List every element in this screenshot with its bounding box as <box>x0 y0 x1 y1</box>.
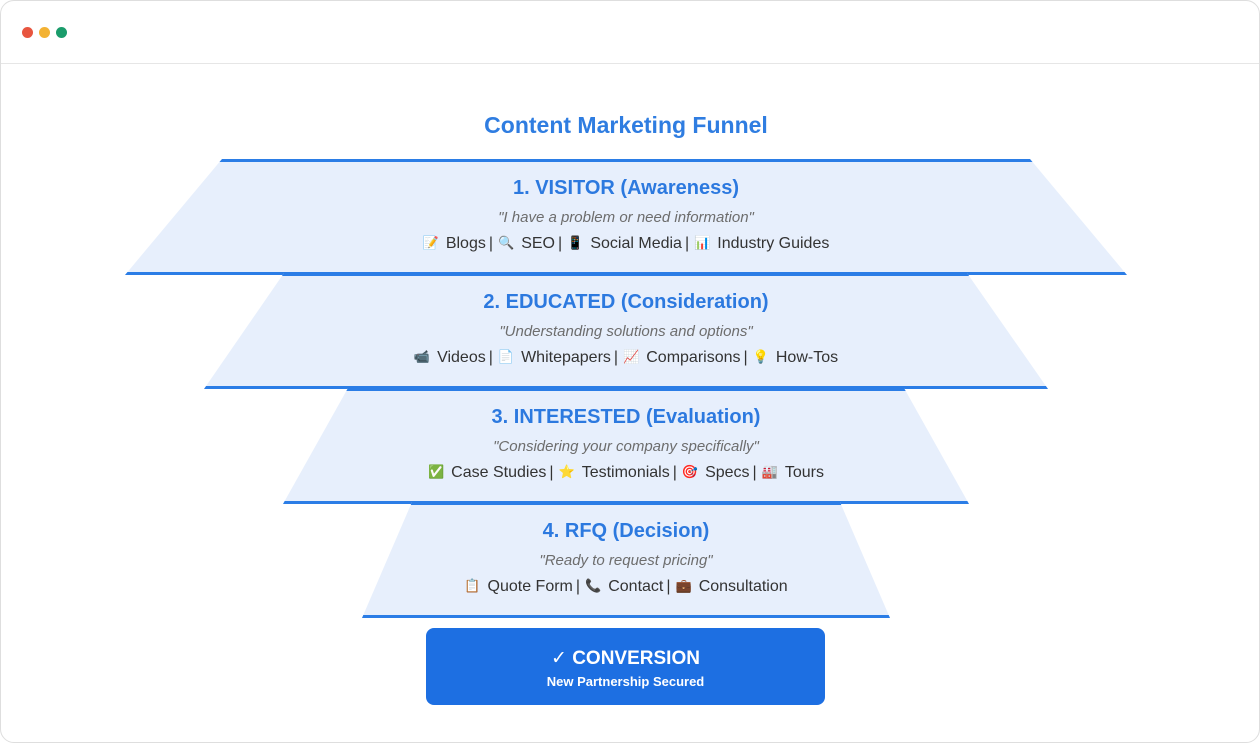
trend-chart-icon: 📈 <box>623 349 640 364</box>
stage-tactics: 📝Blogs|🔍SEO|📱Social Media|📊Industry Guid… <box>125 235 1127 253</box>
tactic-item: ✅ Case Studies <box>428 464 546 482</box>
tactic-label: Quote Form <box>487 578 573 595</box>
minimize-window-button[interactable] <box>39 27 50 38</box>
stage-title: 3. INTERESTED (Evaluation) <box>491 406 761 428</box>
tactic-label: Testimonials <box>581 464 670 481</box>
tactic-item: 🔍 SEO <box>498 235 555 253</box>
tactic-item: ⭐ Testimonials <box>559 464 670 482</box>
phone-icon: 📱 <box>567 235 584 250</box>
clipboard-icon: 📋 <box>464 578 481 593</box>
tactic-label: Consultation <box>698 578 788 595</box>
tactic-item: 📄 Whitepapers <box>498 349 611 367</box>
lightbulb-icon: 💡 <box>752 349 769 364</box>
tactic-separator: | <box>488 349 493 366</box>
tactic-item: 📋 Quote Form <box>464 578 573 596</box>
document-icon: 📄 <box>497 349 515 364</box>
check-box-icon: ✅ <box>427 464 445 479</box>
memo-icon: 📝 <box>422 235 439 250</box>
tactic-label: SEO <box>521 235 555 252</box>
bar-chart-icon: 📊 <box>694 235 711 250</box>
tactic-label: Specs <box>705 464 750 481</box>
tactic-separator: | <box>743 349 748 366</box>
funnel-stage: 2. EDUCATED (Consideration) "Understandin… <box>204 273 1048 389</box>
briefcase-icon: 💼 <box>675 578 692 593</box>
tactic-item: 📞 Contact <box>585 578 663 596</box>
target-icon: 🎯 <box>681 464 699 479</box>
window-titlebar <box>1 1 1259 64</box>
tactic-item: 📝 Blogs <box>423 235 486 253</box>
conversion-box: ✓ CONVERSION New Partnership Secured <box>426 628 825 705</box>
tactic-item: 📹 Videos <box>414 349 486 367</box>
funnel-stage: 3. INTERESTED (Evaluation) "Considering y… <box>283 388 969 504</box>
tactic-separator: | <box>672 464 677 481</box>
tactic-label: Comparisons <box>646 349 741 366</box>
tactic-label: How-Tos <box>775 349 839 366</box>
video-camera-icon: 📹 <box>413 349 431 364</box>
tactic-label: Contact <box>608 578 664 595</box>
tactic-label: Blogs <box>445 235 486 252</box>
tactic-separator: | <box>613 349 619 366</box>
tactic-separator: | <box>558 235 563 252</box>
maximize-window-button[interactable] <box>56 27 67 38</box>
tactic-item: 🏭 Tours <box>762 464 824 482</box>
close-window-button[interactable] <box>22 27 33 38</box>
tactic-separator: | <box>752 464 757 481</box>
tactic-separator: | <box>575 578 581 595</box>
tactic-item: 📊 Industry Guides <box>694 235 829 253</box>
stage-tactics: 📹Videos|📄Whitepapers|📈Comparisons|💡How-T… <box>204 349 1048 367</box>
funnel-title: Content Marketing Funnel <box>484 112 768 138</box>
stage-quote: "I have a problem or need information" <box>498 209 754 226</box>
funnel-stage: 4. RFQ (Decision) "Ready to request prici… <box>362 502 890 618</box>
factory-icon: 🏭 <box>761 464 778 479</box>
tactic-label: Tours <box>784 464 824 481</box>
stage-title: 1. VISITOR (Awareness) <box>512 177 739 199</box>
tactic-separator: | <box>684 235 690 252</box>
star-icon: ⭐ <box>558 464 575 479</box>
conversion-title: ✓ CONVERSION <box>551 648 700 669</box>
tactic-label: Social Media <box>590 235 682 252</box>
funnel-stage: 1. VISITOR (Awareness) "I have a problem … <box>125 159 1127 275</box>
tactic-item: 💡 How-Tos <box>753 349 838 367</box>
tactic-separator: | <box>549 464 554 481</box>
stage-quote: "Understanding solutions and options" <box>499 323 753 340</box>
stage-quote: "Ready to request pricing" <box>539 552 713 569</box>
tactic-separator: | <box>666 578 671 595</box>
tactic-item: 🎯 Specs <box>682 464 750 482</box>
tactic-item: 📈 Comparisons <box>623 349 740 367</box>
stage-quote: "Considering your company specifically" <box>493 438 759 455</box>
tactic-label: Videos <box>437 349 486 366</box>
tactic-label: Whitepapers <box>521 349 611 366</box>
tactic-item: 📱 Social Media <box>567 235 682 253</box>
tactic-item: 💼 Consultation <box>676 578 788 596</box>
stage-tactics: 📋Quote Form|📞Contact|💼Consultation <box>362 578 890 596</box>
tactic-separator: | <box>488 235 494 252</box>
stage-title: 4. RFQ (Decision) <box>542 520 710 542</box>
tactic-label: Industry Guides <box>717 235 830 252</box>
conversion-subtitle: New Partnership Secured <box>546 674 705 689</box>
stage-tactics: ✅Case Studies|⭐Testimonials|🎯Specs|🏭Tour… <box>283 464 969 482</box>
phone-receiver-icon: 📞 <box>585 578 602 593</box>
magnifier-icon: 🔍 <box>498 235 515 250</box>
stage-title: 2. EDUCATED (Consideration) <box>483 291 769 313</box>
tactic-label: Case Studies <box>451 464 547 481</box>
